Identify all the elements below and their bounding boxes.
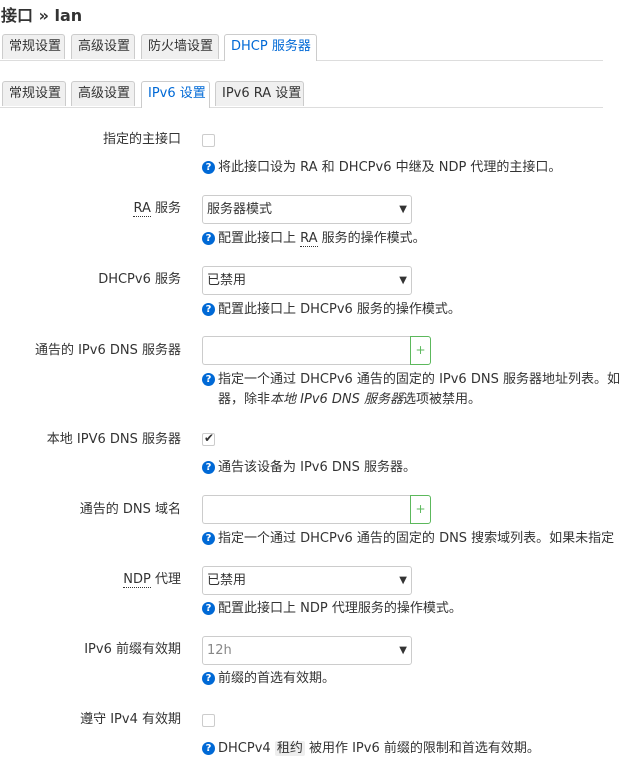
tab-advanced[interactable]: 高级设置 (71, 34, 135, 59)
field-help: ?通告该设备为 IPv6 DNS 服务器。 (202, 458, 603, 478)
chevron-down-icon: ▼ (399, 204, 407, 215)
field-help: ?配置此接口上 RA 服务的操作模式。 (202, 229, 603, 249)
sub-tab-bar: 常规设置 高级设置 IPv6 设置 IPv6 RA 设置 (0, 81, 603, 108)
field-label: IPv6 前缀有效期 (84, 642, 181, 657)
field-help: ?将此接口设为 RA 和 DHCPv6 中继及 NDP 代理的主接口。 (202, 158, 603, 178)
field-label: 本地 IPV6 DNS 服务器 (46, 432, 181, 447)
subtab-advanced[interactable]: 高级设置 (71, 81, 135, 106)
prefix-lifetime-select[interactable]: 12h▼ (202, 636, 412, 665)
chevron-down-icon: ▼ (399, 575, 407, 586)
help-circle-icon: ? (202, 672, 215, 685)
add-dns-server-button[interactable]: + (410, 336, 431, 365)
field-label: 指定的主接口 (102, 132, 181, 147)
field-label: DHCPv6 服务 (98, 272, 181, 287)
tab-general[interactable]: 常规设置 (2, 34, 65, 59)
master-interface-checkbox[interactable] (202, 134, 215, 147)
help-circle-icon: ? (202, 161, 215, 174)
field-label: 通告的 IPv6 DNS 服务器 (34, 343, 181, 358)
page-title: 接口 » lan (1, 6, 83, 25)
field-help: ?指定一个通过 DHCPv6 通告的固定的 DNS 搜索域列表。如果未指定 (202, 529, 614, 549)
help-circle-icon: ? (202, 602, 215, 615)
local-dns-checkbox[interactable]: ✔ (202, 431, 215, 446)
top-tab-bar: 常规设置 高级设置 防火墙设置 DHCP 服务器 (0, 34, 603, 61)
subtab-ipv6[interactable]: IPv6 设置 (141, 81, 210, 108)
check-icon: ✔ (204, 431, 215, 445)
help-circle-icon: ? (202, 232, 215, 245)
add-dns-domain-button[interactable]: + (410, 495, 431, 524)
field-label: 通告的 DNS 域名 (79, 502, 181, 517)
field-help: ?配置此接口上 DHCPv6 服务的操作模式。 (202, 300, 603, 320)
ndp-proxy-select[interactable]: 已禁用▼ (202, 566, 412, 595)
chevron-down-icon: ▼ (399, 275, 407, 286)
subtab-general[interactable]: 常规设置 (2, 81, 66, 106)
ipv4-lifetime-checkbox[interactable] (202, 714, 215, 727)
tab-dhcp-server[interactable]: DHCP 服务器 (224, 34, 317, 61)
field-label: 遵守 IPv4 有效期 (80, 712, 181, 727)
subtab-ipv6-ra[interactable]: IPv6 RA 设置 (215, 81, 304, 106)
ra-service-select[interactable]: 服务器模式▼ (202, 195, 412, 224)
help-circle-icon: ? (202, 373, 215, 386)
field-help: ?指定一个通过 DHCPv6 通告的固定的 IPv6 DNS 服务器地址列表。如… (202, 370, 620, 410)
help-circle-icon: ? (202, 461, 215, 474)
field-help: ?配置此接口上 NDP 代理服务的操作模式。 (202, 599, 603, 619)
field-label: NDP 代理 (123, 572, 181, 588)
tab-firewall[interactable]: 防火墙设置 (141, 34, 219, 59)
help-circle-icon: ? (202, 532, 215, 545)
field-help: ?前缀的首选有效期。 (202, 669, 603, 689)
help-circle-icon: ? (202, 303, 215, 316)
field-help: ?DHCPv4 租约 被用作 IPv6 前缀的限制和首选有效期。 (202, 739, 603, 759)
field-label: RA 服务 (133, 201, 181, 217)
dhcpv6-service-select[interactable]: 已禁用▼ (202, 266, 412, 295)
dns-domains-input[interactable] (202, 495, 410, 524)
dns-servers-input[interactable] (202, 336, 410, 365)
chevron-down-icon: ▼ (399, 645, 407, 656)
help-circle-icon: ? (202, 742, 215, 755)
